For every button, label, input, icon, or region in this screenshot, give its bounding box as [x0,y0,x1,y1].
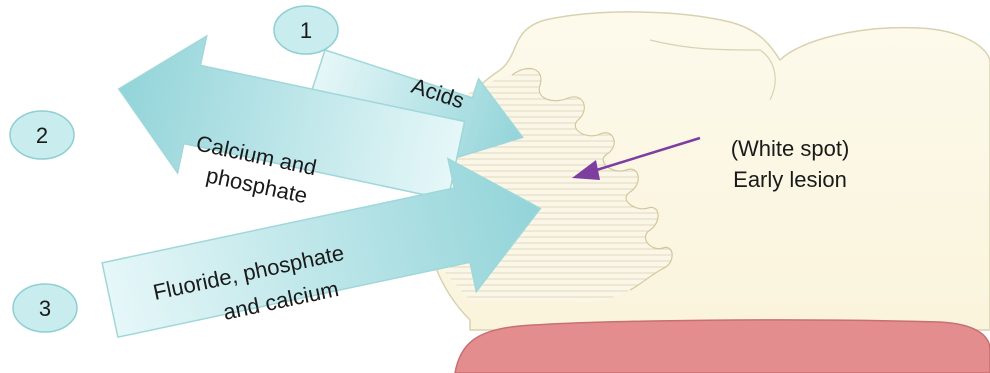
lesion-label-line1: (White spot) [731,136,850,161]
step-1-number: 1 [300,18,312,43]
step-3-number: 3 [39,296,51,321]
step-3-badge: 3 [13,284,77,332]
lesion-label-line2: Early lesion [733,167,847,192]
gum [455,320,990,373]
step-2-badge: 2 [10,111,74,159]
step-1-badge: 1 [274,6,338,54]
step-2-number: 2 [36,123,48,148]
